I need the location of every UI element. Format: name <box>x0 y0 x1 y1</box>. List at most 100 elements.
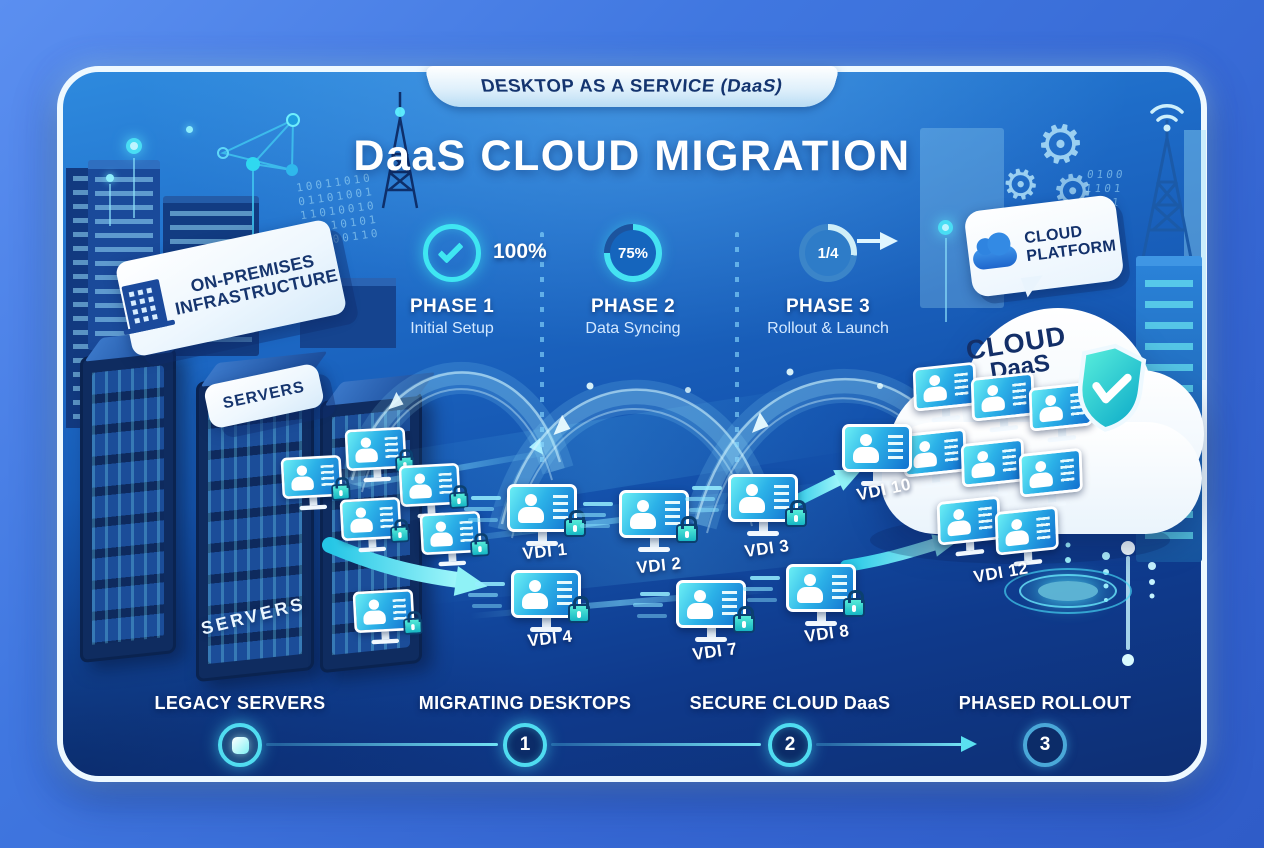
phase-1-name: PHASE 1 <box>409 296 495 317</box>
lock-icon <box>676 516 698 543</box>
cloud-vdi-monitor <box>902 427 968 490</box>
menu-lines <box>722 591 737 618</box>
legend-marker-2: 2 <box>768 723 812 767</box>
glow-dot <box>106 174 114 182</box>
vdi-monitor <box>692 474 807 536</box>
monitor-stand <box>816 612 826 621</box>
cloud-vdi-monitor <box>970 371 1036 434</box>
monitor-screen <box>1018 447 1083 498</box>
legend-connector-arrow <box>816 736 977 752</box>
menu-lines <box>832 575 847 602</box>
phase-3-progress-icon: 1/4 <box>799 224 857 282</box>
motion-streaks <box>750 576 780 580</box>
lock-icon <box>785 500 807 527</box>
glow-pin <box>938 220 953 235</box>
phase-1-block: 100% PHASE 1 Initial Setup <box>364 224 547 338</box>
monitor-screen <box>511 570 590 623</box>
glow-pin-stem <box>133 158 135 218</box>
cloud-vdi-monitor <box>936 495 1002 558</box>
lock-icon <box>449 491 469 509</box>
lock-icon <box>403 617 423 635</box>
vdi-monitor <box>471 484 586 546</box>
desktop-monitor-icon <box>280 454 351 511</box>
banner-label: DESKTOP AS A SERVICE (DaaS) <box>479 76 785 97</box>
building-icon <box>121 278 169 334</box>
monitor-screen <box>842 424 912 472</box>
cloud-vdi-monitor <box>912 361 978 424</box>
monitor-base <box>638 547 670 552</box>
menu-lines <box>888 435 903 462</box>
phase-2-name: PHASE 2 <box>590 296 676 317</box>
cloud-icon <box>972 243 1019 271</box>
lock-icon <box>564 510 586 537</box>
desktop-monitor-icon <box>352 588 423 645</box>
glow-portal <box>1004 568 1132 614</box>
phase-3-block: 1/4 PHASE 3 Rollout & Launch <box>740 224 916 338</box>
monitor-screen <box>936 495 1001 546</box>
monitor-screen <box>280 454 351 501</box>
monitor-screen <box>339 496 410 543</box>
phase-1-progress-icon: 100% <box>423 224 547 282</box>
lock-icon <box>733 606 755 633</box>
legend-label-migrating-desktops: MIGRATING DESKTOPS <box>418 693 632 713</box>
phase-2-progress-value: 75% <box>617 244 649 262</box>
monitor-base <box>747 531 779 536</box>
vdi-monitor <box>640 580 755 642</box>
monitor-screen <box>970 371 1035 422</box>
phase-divider <box>540 232 544 472</box>
monitor-screen <box>902 427 967 478</box>
menu-lines <box>1002 448 1017 475</box>
phase-2-progress-icon: 75% <box>604 224 662 282</box>
menu-lines <box>557 581 572 608</box>
monitor-base <box>695 637 727 642</box>
desktop-monitor-icon <box>398 462 469 519</box>
page-title: DaaS CLOUD MIGRATION <box>353 132 911 180</box>
legend-connector <box>551 743 761 746</box>
building-windows <box>128 291 135 298</box>
monitor-screen <box>960 437 1025 488</box>
legend-marker-1: 1 <box>503 723 547 767</box>
lock-icon <box>843 590 865 617</box>
check-icon <box>437 237 464 264</box>
monitor-screen <box>1028 381 1093 432</box>
lock-icon <box>568 596 590 623</box>
cloud-vdi-monitor <box>1018 447 1084 510</box>
servers-sign-label: SERVERS <box>221 378 307 413</box>
monitor-screen <box>344 426 415 473</box>
menu-lines <box>1036 516 1051 543</box>
monitor-stand <box>758 522 768 531</box>
monitor-stand <box>541 618 551 627</box>
menu-lines <box>978 506 993 533</box>
rack-rows <box>92 365 164 645</box>
motion-streaks <box>640 592 670 596</box>
vdi-monitor <box>475 570 590 632</box>
monitor-base <box>530 627 562 632</box>
motion-streaks <box>475 582 505 586</box>
vdi-monitor <box>583 490 698 552</box>
monitor-screen <box>994 505 1059 556</box>
monitor-screen <box>619 490 698 543</box>
cloud-vdi-monitor <box>960 437 1026 500</box>
legend-connector <box>266 743 498 746</box>
monitor-screen <box>352 588 423 635</box>
phase-2-subtitle: Data Syncing <box>585 320 681 337</box>
menu-lines <box>954 372 969 399</box>
cloud-vdi-monitor <box>1028 381 1094 444</box>
portal-ring <box>1004 568 1132 614</box>
glowing-cube-icon <box>231 736 249 754</box>
monitor-stand <box>537 532 547 541</box>
glow-pin-stem <box>945 238 947 322</box>
motion-streaks <box>471 496 501 500</box>
lock-icon <box>470 539 490 557</box>
desktop-monitor-icon <box>339 496 410 553</box>
building-a <box>88 160 160 350</box>
header-banner-tab: DESKTOP AS A SERVICE (DaaS) <box>424 66 840 107</box>
vdi-monitor <box>750 564 865 626</box>
menu-lines <box>944 438 959 465</box>
desktop-monitor-icon <box>419 510 490 567</box>
legend-label-phased-rollout: PHASED ROLLOUT <box>958 693 1132 713</box>
menu-lines <box>1060 458 1075 485</box>
lock-icon <box>390 525 410 543</box>
glow-dot <box>186 126 193 133</box>
